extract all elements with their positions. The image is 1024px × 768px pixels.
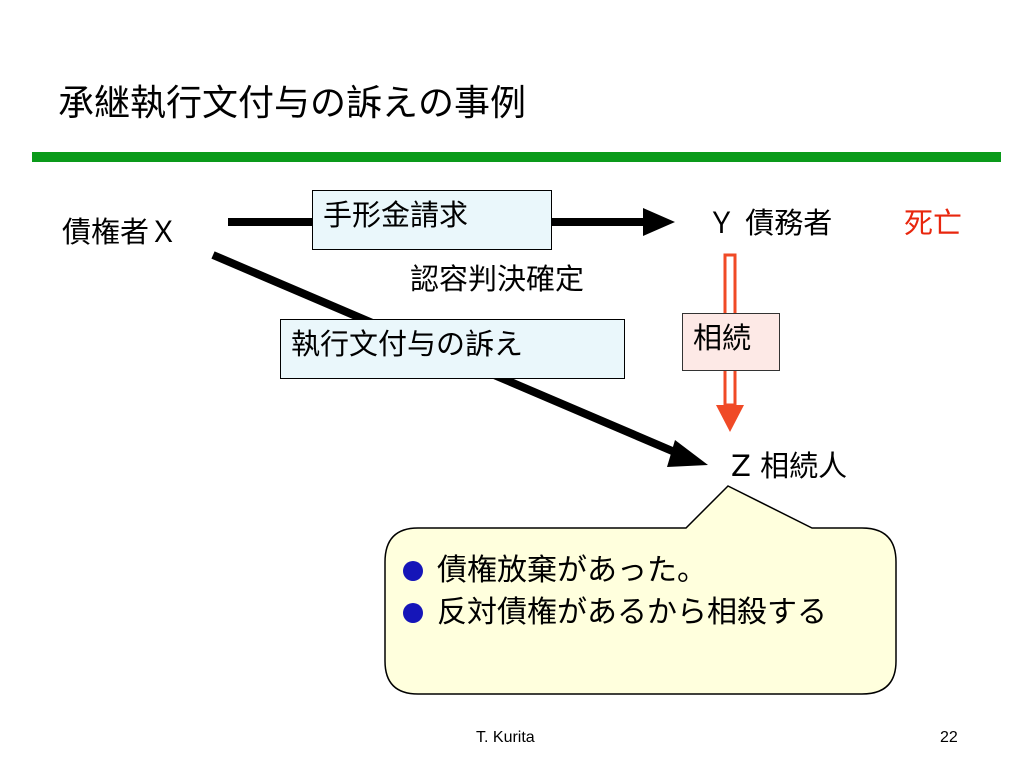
heir-z-label: Z 相続人 [731,449,848,483]
page-number: 22 [940,729,958,746]
footer-author: T. Kurita [476,729,535,746]
callout-bubble [384,485,897,695]
callout-item-text: 反対債権があるから相殺する [437,595,827,630]
inheritance-box: 相続 [682,313,780,371]
bill-claim-box: 手形金請求 [312,190,552,250]
bullet-icon [403,561,423,581]
callout-item: 債権放棄があった。 [403,550,883,592]
debtor-y-label: Ｙ 債務者 [707,206,833,240]
callout-item: 反対債権があるから相殺する [403,592,883,634]
callout-list: 債権放棄があった。 反対債権があるから相殺する [403,550,883,634]
inherit-arrow-head [716,405,744,432]
title-underline [32,152,1001,162]
judgment-label: 認容判決確定 [410,262,585,296]
slide-title: 承継執行文付与の訴えの事例 [58,83,527,124]
bullet-icon [403,603,423,623]
creditor-x-label: 債権者Ｘ [62,215,179,249]
claim-arrow-head [643,208,675,236]
execution-suit-box: 執行文付与の訴え [280,319,625,379]
death-label: 死亡 [904,206,963,240]
execution-arrow-head [667,440,708,467]
callout-item-text: 債権放棄があった。 [437,553,707,588]
